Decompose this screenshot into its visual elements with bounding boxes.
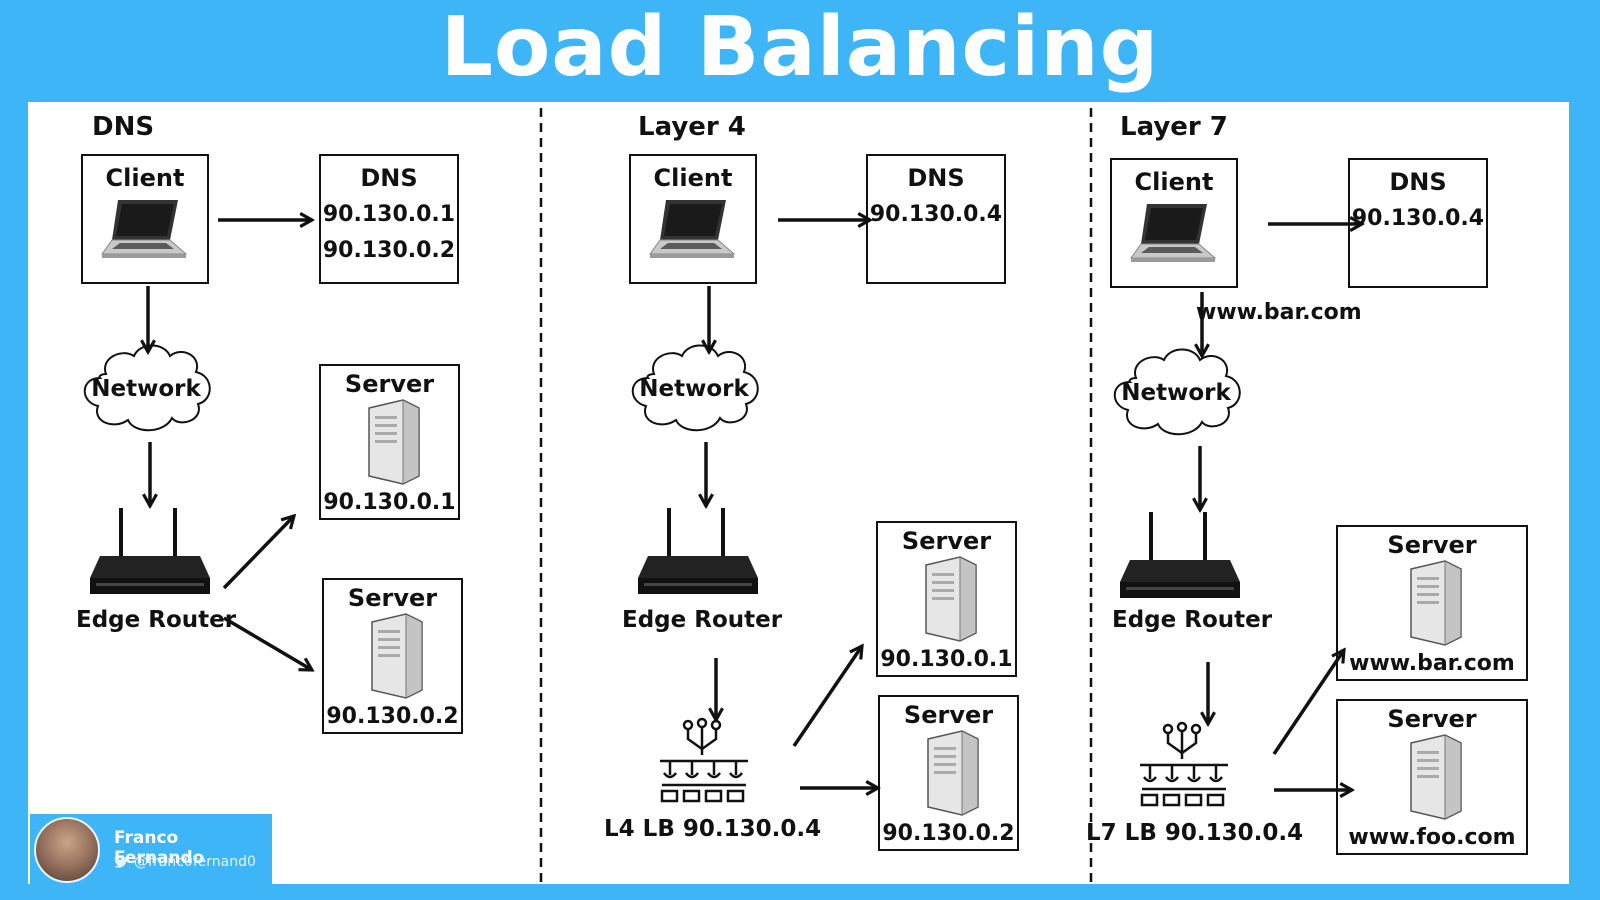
server-address: 90.130.0.2 [326,704,459,729]
dns-box-title: DNS [1389,168,1447,196]
diagram-panel [28,102,1569,884]
edge-router-label: Edge Router [1112,607,1273,633]
section-heading-layer4: Layer 4 [638,112,746,142]
router-icon [1120,512,1240,598]
cloud-icon [631,344,759,432]
page-title: Load Balancing [440,0,1160,95]
server-box: Server 90.130.0.2 [878,695,1019,851]
router-icon [90,508,210,594]
server-title: Server [1387,531,1477,559]
laptop-icon [101,200,188,258]
server-title: Server [901,527,992,555]
client-box: Client [81,154,209,284]
server-title: Server [347,584,438,612]
server-address: 90.130.0.2 [882,821,1015,846]
network-label: Network [639,376,749,402]
arrow [223,616,312,670]
author-handle: @franc0fernand0 [134,854,256,870]
load-balancer-icon [1140,721,1228,807]
server-host: www.bar.com [1349,651,1515,676]
server-title: Server [344,370,435,398]
lb-label: L4 LB 90.130.0.4 [604,816,822,842]
client-label: Client [653,164,733,192]
client-label: Client [105,164,185,192]
server-address: 90.130.0.1 [880,647,1013,672]
server-icon [1410,734,1462,820]
section-heading-dns: DNS [92,112,155,142]
section-heading-layer7: Layer 7 [1120,112,1228,142]
server-box: Server 90.130.0.1 [319,364,460,520]
client-box: Client [1110,158,1238,288]
server-icon [925,556,977,642]
laptop-icon [649,200,736,258]
author-name: Franco Fernando [114,828,205,868]
arrow [792,646,862,747]
server-box: Server 90.130.0.1 [876,521,1017,677]
server-title: Server [903,701,994,729]
laptop-icon [1130,204,1217,262]
arrow [1272,650,1344,755]
network-label: Network [1121,380,1231,406]
author-badge: Franco Fernando @franc0fernand0 [30,814,272,886]
avatar [34,817,100,883]
load-balancer-icon [660,717,748,803]
server-icon [927,730,979,816]
server-icon [1410,560,1462,646]
server-box: Server www.bar.com [1336,525,1528,681]
edge-router-label: Edge Router [76,607,237,633]
dns-box-title: DNS [907,164,965,192]
client-box: Client [629,154,757,284]
dns-box: DNS 90.130.0.4 [1348,158,1488,288]
server-icon [371,613,423,699]
dns-record: 90.130.0.2 [322,238,456,263]
dns-record: 90.130.0.4 [1351,206,1485,231]
server-host: www.foo.com [1348,825,1516,850]
server-box: Server 90.130.0.2 [322,578,463,734]
server-title: Server [1387,705,1477,733]
arrow [222,516,294,590]
edge-router-label: Edge Router [622,607,783,633]
dns-box-title: DNS [360,164,418,192]
server-address: 90.130.0.1 [323,490,456,515]
dns-box: DNS 90.130.0.1 90.130.0.2 [319,154,459,284]
dns-record: 90.130.0.1 [322,202,456,227]
section-divider [539,108,1093,882]
network-label: Network [91,376,201,402]
cloud-icon [1113,348,1241,436]
dns-record: 90.130.0.4 [869,202,1003,227]
client-label: Client [1134,168,1214,196]
dns-box: DNS 90.130.0.4 [866,154,1006,284]
server-icon [368,399,420,485]
router-icon [638,508,758,594]
twitter-icon [114,856,128,868]
request-host-label: www.bar.com [1196,300,1362,325]
server-box: Server www.foo.com [1336,699,1528,855]
lb-label: L7 LB 90.130.0.4 [1086,820,1304,846]
